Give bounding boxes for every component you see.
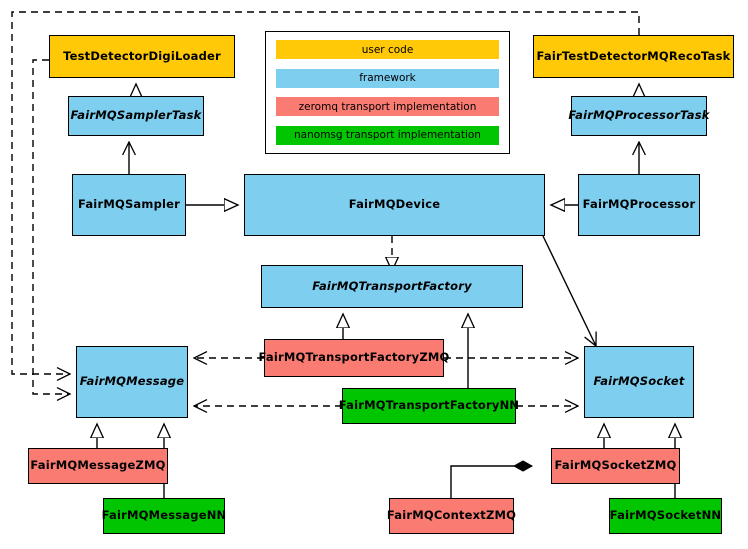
class-box-fairmqprocessortask[interactable]: FairMQProcessorTask bbox=[568, 96, 709, 136]
class-box-fairmqtransportfactoryzmq[interactable]: FairMQTransportFactoryZMQ bbox=[259, 339, 449, 377]
class-box-fairmqmessagenn[interactable]: FairMQMessageNN bbox=[102, 498, 226, 534]
legend-item-framework: framework bbox=[276, 68, 499, 88]
class-box-fairmqmessage[interactable]: FairMQMessage bbox=[76, 346, 188, 418]
class-box-fairmqsocket[interactable]: FairMQSocket bbox=[584, 346, 694, 418]
legend-item-nanomsg: nanomsg transport implementation bbox=[276, 125, 499, 145]
class-box-fairmqtransportfactorynn[interactable]: FairMQTransportFactoryNN bbox=[339, 388, 519, 424]
class-box-fairmqdevice[interactable]: FairMQDevice bbox=[244, 174, 545, 236]
edge-digiloader-to-message bbox=[32, 59, 70, 394]
class-box-fairmqprocessor[interactable]: FairMQProcessor bbox=[578, 174, 700, 236]
class-box-fairmqsamplertask[interactable]: FairMQSamplerTask bbox=[68, 96, 204, 136]
edge-recotask-to-message bbox=[11, 11, 640, 374]
edge-contextzmq-composed-in-socketzmq bbox=[450, 466, 532, 498]
edge-device-uses-socket bbox=[542, 235, 596, 346]
legend: user code framework zeromq transport imp… bbox=[265, 31, 510, 154]
class-box-fairmqmessagezmq[interactable]: FairMQMessageZMQ bbox=[28, 448, 168, 484]
class-box-fairmqsocketnn[interactable]: FairMQSocketNN bbox=[609, 498, 722, 534]
legend-item-zeromq: zeromq transport implementation bbox=[276, 97, 499, 117]
class-box-testdetectordigiloader[interactable]: TestDetectorDigiLoader bbox=[49, 35, 235, 78]
legend-item-user-code: user code bbox=[276, 40, 499, 59]
class-box-fairmqcontextzmq[interactable]: FairMQContextZMQ bbox=[387, 498, 516, 534]
class-box-fairmqsocketzmq[interactable]: FairMQSocketZMQ bbox=[551, 448, 680, 484]
class-box-fairtestdetectormqrecotask[interactable]: FairTestDetectorMQRecoTask bbox=[533, 35, 734, 78]
association-edges bbox=[129, 142, 639, 346]
generalization-edges bbox=[97, 84, 675, 498]
composition-edges bbox=[450, 466, 532, 498]
class-box-fairmqsampler[interactable]: FairMQSampler bbox=[72, 174, 186, 236]
class-box-fairmqtransportfactory[interactable]: FairMQTransportFactory bbox=[261, 265, 523, 308]
